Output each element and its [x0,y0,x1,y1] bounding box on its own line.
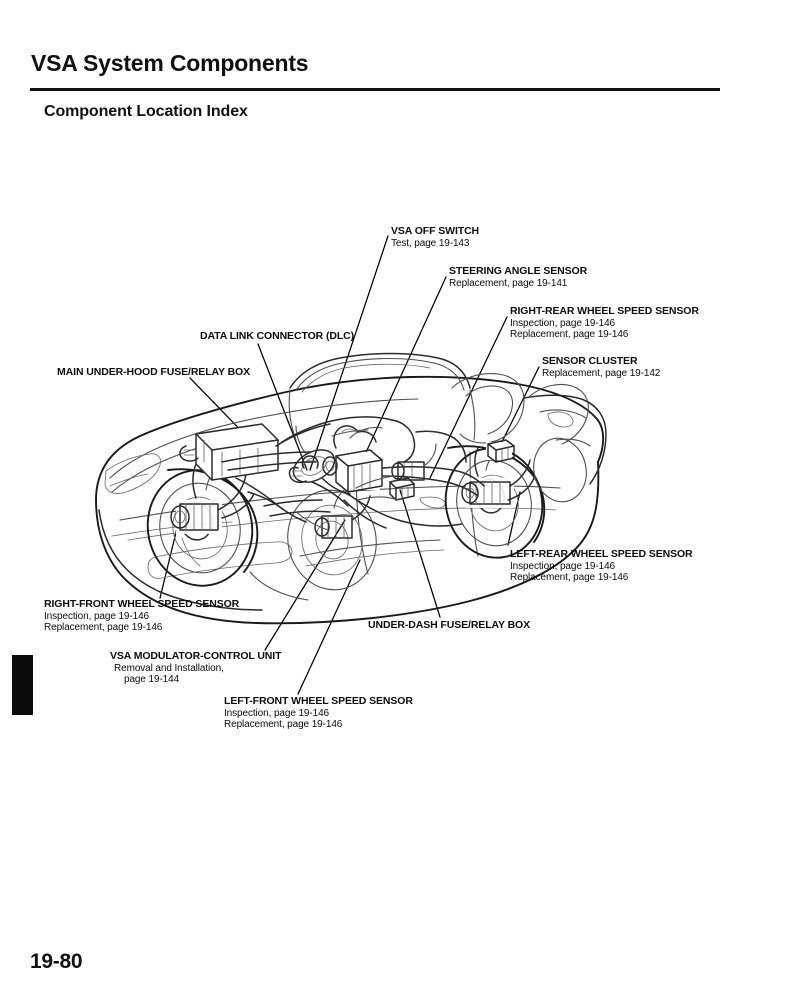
callout-vsa-modulator-control-unit: VSA MODULATOR-CONTROL UNIT Removal and I… [110,650,282,685]
title-divider [30,88,720,91]
left-rear-brake-assembly [461,447,535,508]
callout-line: Replacement, page 19-146 [510,571,629,583]
right-rear-brake-assembly [391,443,437,481]
callout-line: Inspection, page 19-146 [224,707,330,719]
callout-title: DATA LINK CONNECTOR (DLC) [200,330,355,342]
callout-line: Removal and Installation, [114,662,224,674]
callout-line: Replacement, page 19-142 [542,367,661,379]
callout-line: Replacement, page 19-146 [510,328,629,340]
sensor-cluster-part [486,439,515,463]
callout-sensor-cluster: SENSOR CLUSTER Replacement, page 19-142 [542,355,661,379]
callout-right-front-wheel-speed-sensor: RIGHT-FRONT WHEEL SPEED SENSOR Inspectio… [44,598,240,633]
callout-main-under-hood-fuse-relay-box: MAIN UNDER-HOOD FUSE/RELAY BOX [57,366,251,379]
callout-line: Inspection, page 19-146 [44,610,150,622]
right-front-brake-assembly [170,452,255,567]
callout-line: Inspection, page 19-146 [510,317,616,329]
callout-under-dash-fuse-relay-box: UNDER-DASH FUSE/RELAY BOX [368,619,531,632]
callout-line: Inspection, page 19-146 [510,560,616,572]
callout-title: LEFT-FRONT WHEEL SPEED SENSOR [224,695,413,707]
callout-left-front-wheel-speed-sensor: LEFT-FRONT WHEEL SPEED SENSOR Inspection… [224,695,413,730]
callout-title: RIGHT-FRONT WHEEL SPEED SENSOR [44,598,240,610]
left-front-brake-assembly [314,485,371,539]
brake-lines-harness [221,416,485,531]
callout-data-link-connector: DATA LINK CONNECTOR (DLC) [200,330,355,343]
callout-title: VSA OFF SWITCH [391,225,480,237]
main-under-hood-fuse-relay-box-part [179,423,279,481]
vsa-modulator-control-unit-part [322,425,383,493]
callout-line: page 19-144 [124,673,180,685]
callout-title: UNDER-DASH FUSE/RELAY BOX [368,619,531,631]
under-dash-fuse-relay-box-part [389,477,415,501]
vsa-off-switch-part [301,455,319,469]
callout-vsa-off-switch: VSA OFF SWITCH Test, page 19-143 [391,225,480,249]
callout-line: Replacement, page 19-141 [449,277,568,289]
data-link-connector-part [288,466,307,484]
callout-title: STEERING ANGLE SENSOR [449,265,588,277]
callout-line: Replacement, page 19-146 [224,718,343,730]
steering-assembly [292,425,351,495]
callout-title: SENSOR CLUSTER [542,355,638,367]
page-number: 19-80 [30,950,83,973]
callout-title: VSA MODULATOR-CONTROL UNIT [110,650,282,662]
callout-line: Test, page 19-143 [391,237,470,249]
callout-title: RIGHT-REAR WHEEL SPEED SENSOR [510,305,699,317]
callout-line: Replacement, page 19-146 [44,621,163,633]
callout-title: MAIN UNDER-HOOD FUSE/RELAY BOX [57,366,251,378]
callout-steering-angle-sensor: STEERING ANGLE SENSOR Replacement, page … [449,265,588,289]
underbody-detail [249,539,445,601]
front-wheel [146,469,254,587]
page-title: VSA System Components [31,50,309,76]
chapter-edge-tab [12,655,33,715]
callout-title: LEFT-REAR WHEEL SPEED SENSOR [510,548,693,560]
callout-left-rear-wheel-speed-sensor: LEFT-REAR WHEEL SPEED SENSOR Inspection,… [510,548,693,583]
section-title: Component Location Index [44,103,248,120]
callout-right-rear-wheel-speed-sensor: RIGHT-REAR WHEEL SPEED SENSOR Inspection… [510,305,699,340]
